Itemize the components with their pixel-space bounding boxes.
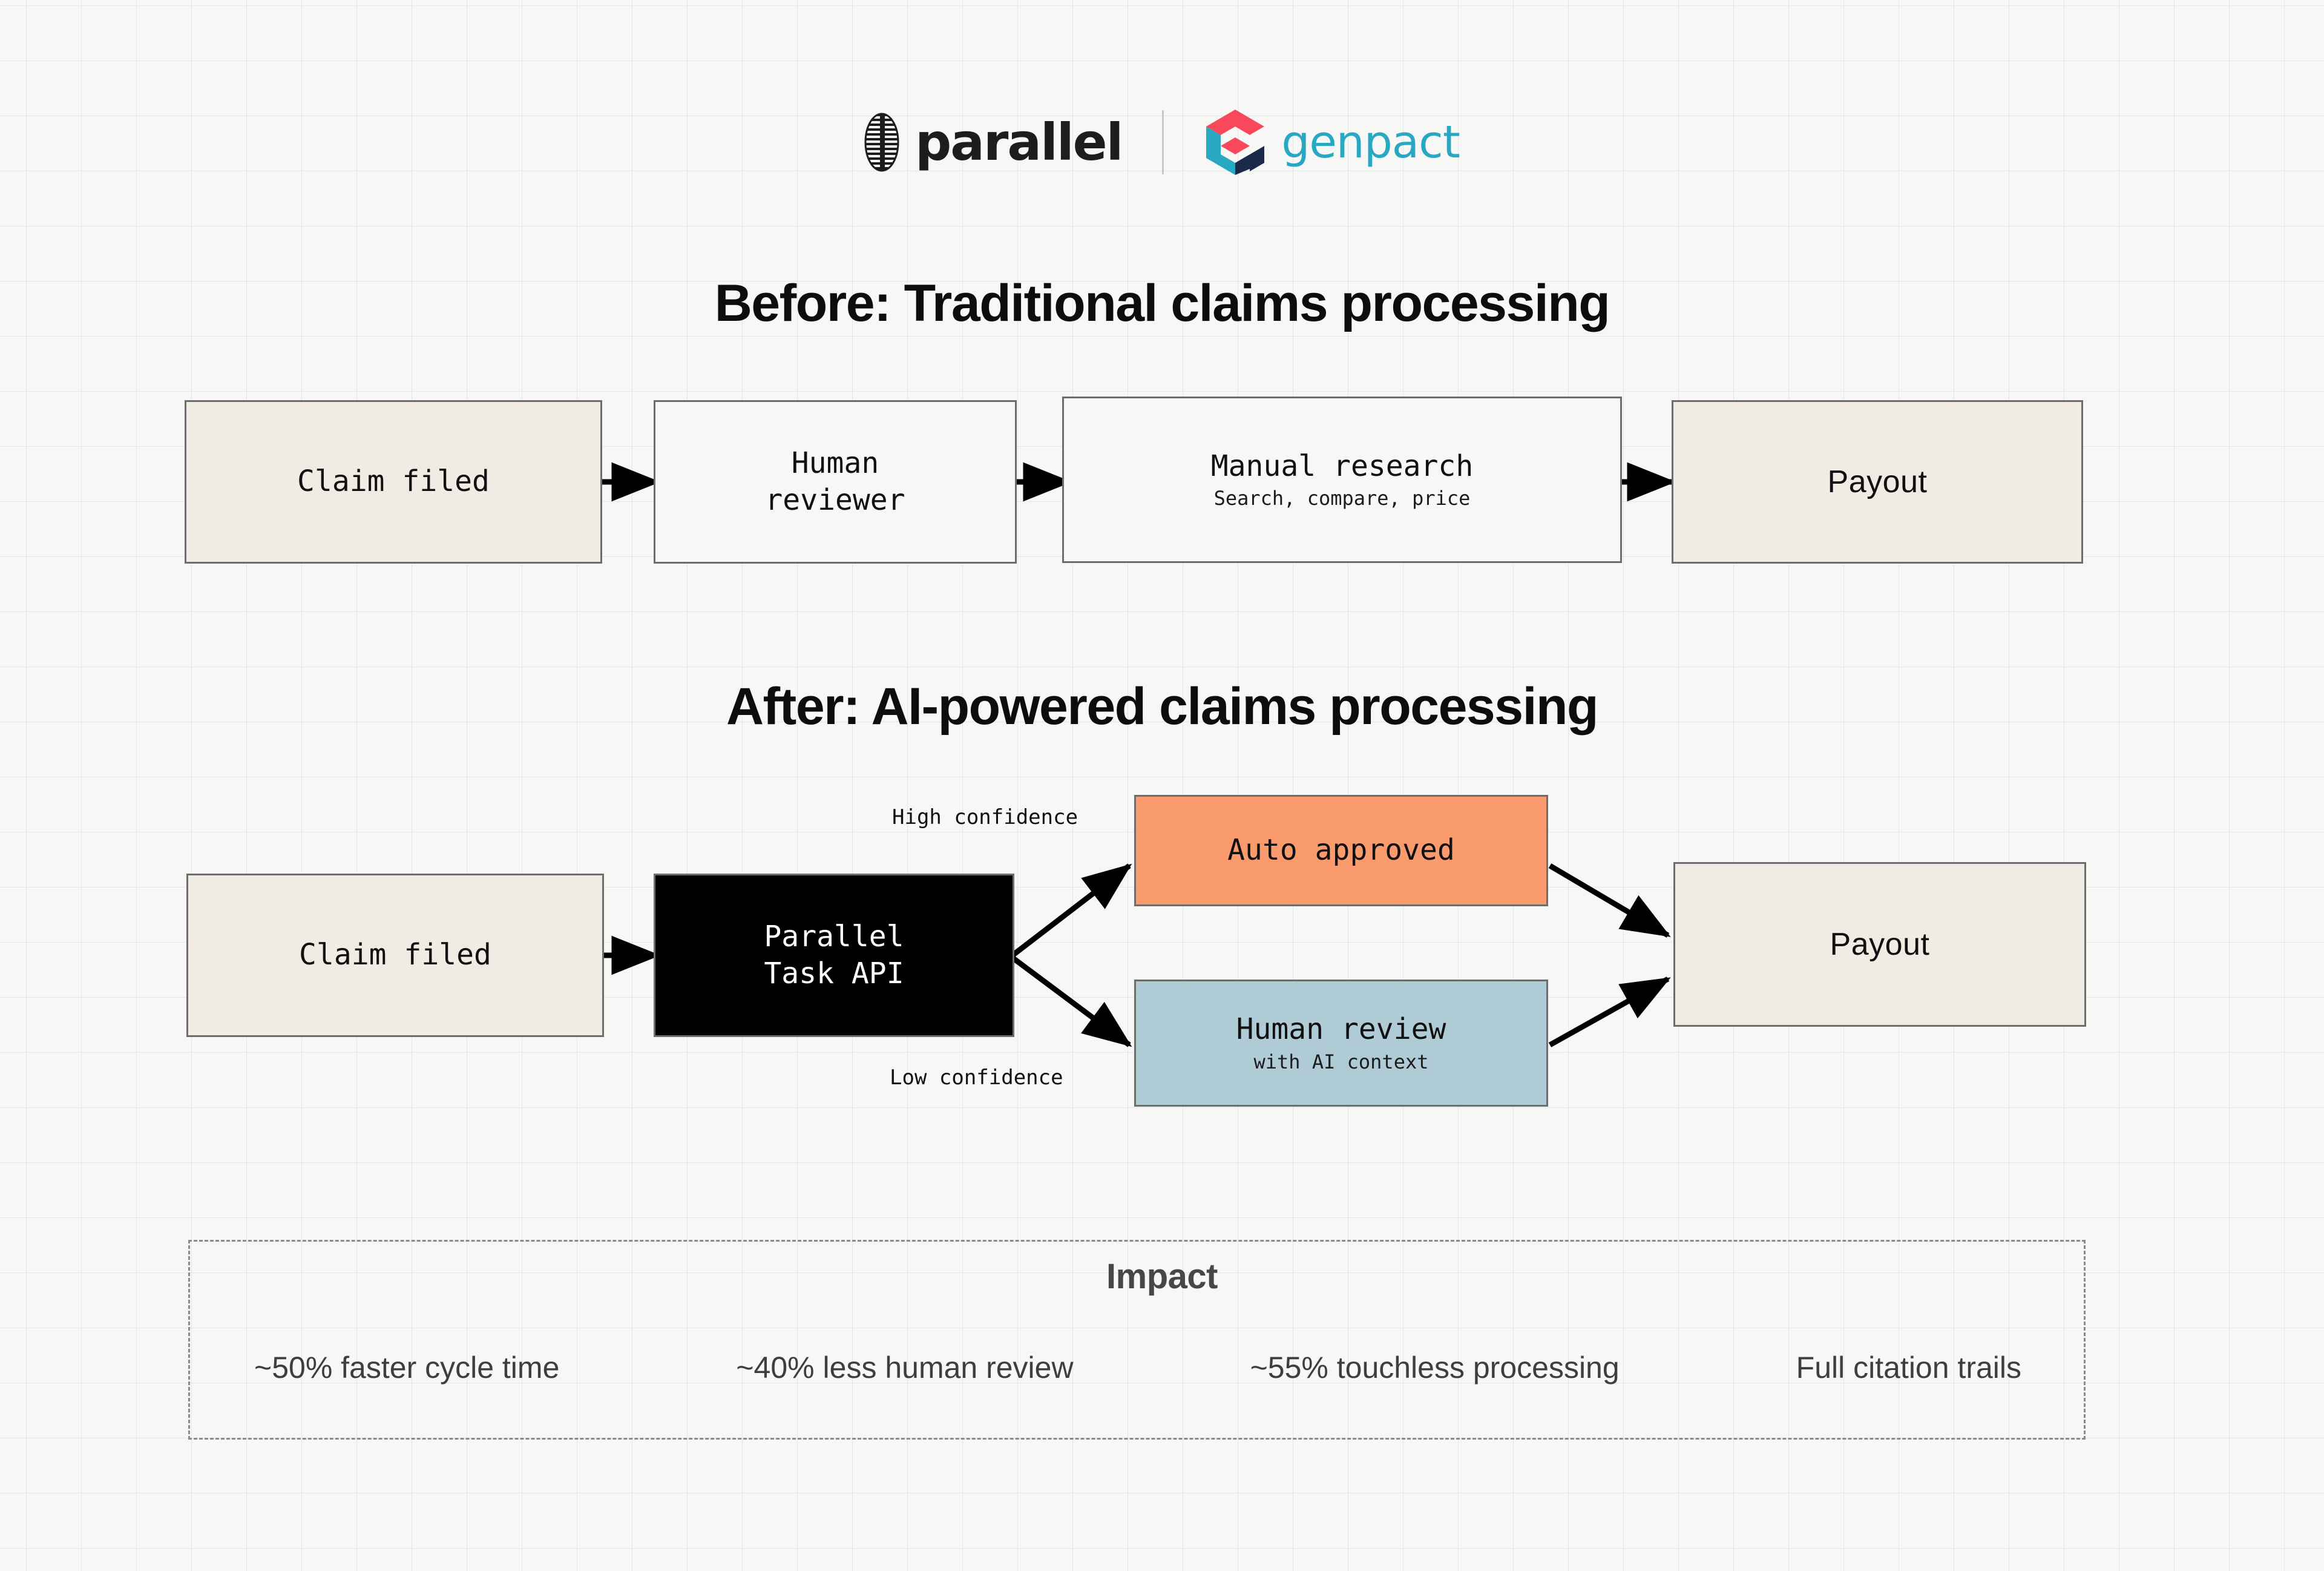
after-section-title: After: AI-powered claims processing	[726, 677, 1599, 736]
impact-stats-row: ~50% faster cycle time ~40% less human r…	[254, 1350, 2021, 1385]
node-before-human-reviewer[interactable]: Human reviewer	[654, 400, 1017, 564]
branch-label-low-confidence: Low confidence	[890, 1065, 1063, 1090]
node-label: Human reviewer	[765, 446, 905, 517]
node-after-auto-approved[interactable]: Auto approved	[1134, 795, 1548, 906]
node-sublabel: Search, compare, price	[1213, 487, 1471, 510]
node-before-payout[interactable]: Payout	[1672, 400, 2083, 564]
logo-bar: parallel genpact	[0, 106, 2324, 179]
genpact-cube-icon	[1204, 108, 1267, 176]
genpact-logo: genpact	[1204, 108, 1460, 176]
node-before-manual-research[interactable]: Manual research Search, compare, price	[1062, 397, 1622, 563]
impact-heading: Impact	[1106, 1257, 1218, 1296]
parallel-striped-ellipse-icon	[864, 113, 899, 172]
arrow-api-to-auto-approved	[1011, 863, 1132, 958]
genpact-wordmark: genpact	[1281, 116, 1460, 168]
node-sublabel: with AI context	[1253, 1050, 1429, 1073]
impact-stat: ~50% faster cycle time	[254, 1351, 560, 1385]
node-label: Payout	[1827, 464, 1928, 499]
arrow-auto-approved-to-payout	[1548, 863, 1671, 938]
before-section-title: Before: Traditional claims processing	[714, 274, 1610, 332]
node-before-claim-filed[interactable]: Claim filed	[185, 400, 602, 564]
node-label: Manual research	[1210, 449, 1474, 483]
node-label: Claim filed	[299, 938, 491, 972]
node-after-claim-filed[interactable]: Claim filed	[186, 874, 604, 1037]
node-label: Payout	[1830, 926, 1930, 962]
node-after-payout[interactable]: Payout	[1673, 862, 2086, 1027]
arrow-human-review-to-payout	[1548, 977, 1671, 1047]
node-label: Claim filed	[297, 464, 490, 499]
impact-stat: ~55% touchless processing	[1250, 1351, 1620, 1385]
parallel-logo: parallel	[864, 113, 1123, 172]
node-label: Human review	[1236, 1012, 1446, 1047]
node-after-parallel-task-api[interactable]: Parallel Task API	[654, 874, 1014, 1037]
logo-divider	[1162, 110, 1164, 174]
branch-label-high-confidence: High confidence	[892, 805, 1078, 829]
node-label: Parallel Task API	[764, 919, 904, 990]
arrow-api-to-human-review	[1011, 955, 1132, 1047]
node-label: Auto approved	[1227, 833, 1455, 868]
impact-panel	[188, 1240, 2086, 1440]
parallel-wordmark: parallel	[915, 113, 1123, 172]
impact-stat: Full citation trails	[1796, 1351, 2021, 1385]
impact-stat: ~40% less human review	[736, 1351, 1074, 1385]
node-after-human-review[interactable]: Human review with AI context	[1134, 980, 1548, 1107]
